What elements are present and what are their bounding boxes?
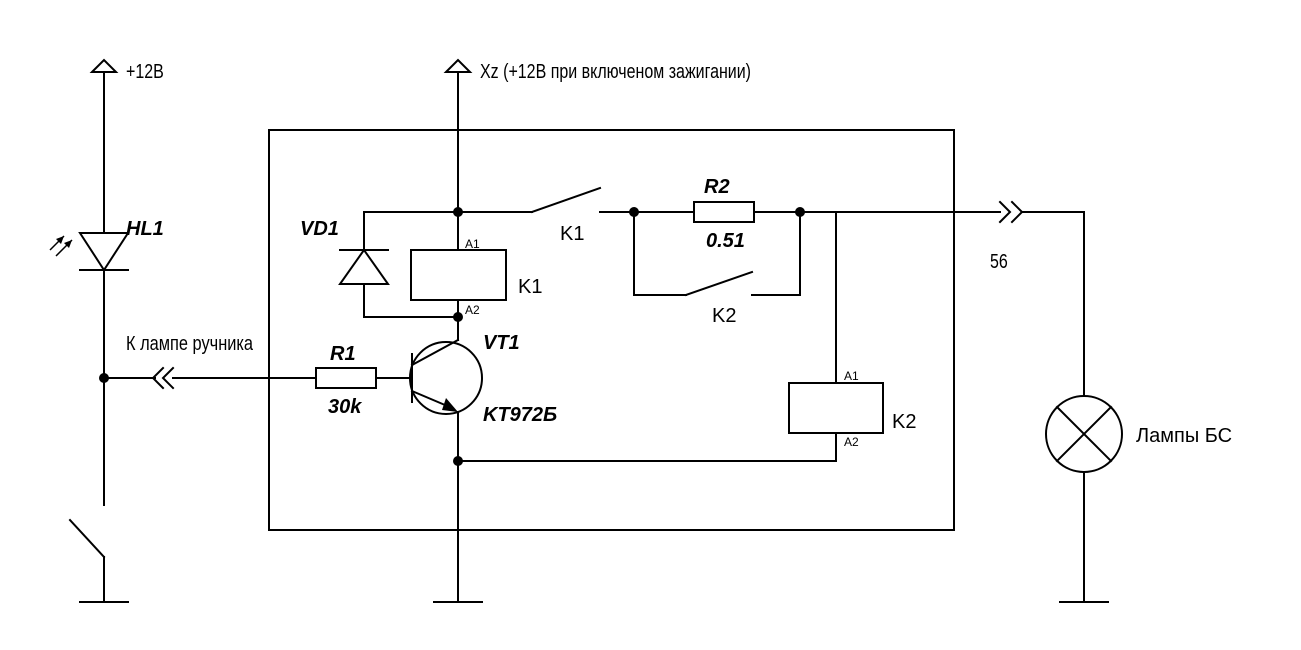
relay-k1-coil xyxy=(410,249,507,301)
led-hl1 xyxy=(49,232,130,272)
label-k2-contact: K2 xyxy=(712,305,736,327)
label-k1-coil: K1 xyxy=(518,276,542,298)
junction-dot xyxy=(453,312,463,322)
label-hl1: HL1 xyxy=(126,218,164,240)
label-k2-coil: K2 xyxy=(892,411,916,433)
supply-branch xyxy=(338,58,507,341)
label-handbrake: К лампе ручника xyxy=(126,331,254,354)
supply-12v-arrow xyxy=(89,58,119,73)
label-r1-value: 30k xyxy=(328,396,362,418)
handbrake-switch xyxy=(68,518,106,559)
label-k2-a2: A2 xyxy=(844,435,859,449)
label-lamps: Лампы БС xyxy=(1136,425,1232,447)
label-supply-12v: +12B xyxy=(126,60,164,82)
label-vt1-type: KT972Б xyxy=(483,404,557,426)
transistor-vt1 xyxy=(409,338,483,415)
relay-k1-contact xyxy=(530,186,602,214)
resistor-r1 xyxy=(315,367,377,389)
handbrake-connector xyxy=(151,366,175,390)
left-branch xyxy=(49,58,317,603)
contact-network xyxy=(457,186,1001,462)
label-out-56: 56 xyxy=(990,250,1008,272)
label-k1-contact: K1 xyxy=(560,223,584,245)
relay-k2-contact xyxy=(684,270,754,297)
label-vd1: VD1 xyxy=(300,218,339,240)
label-k1-a1: A1 xyxy=(465,237,480,251)
label-k2-a1: A1 xyxy=(844,369,859,383)
label-vt1-name: VT1 xyxy=(483,332,520,354)
lamp-bs xyxy=(1045,395,1123,473)
label-k1-a2: A2 xyxy=(465,303,480,317)
transistor-stage xyxy=(315,338,837,603)
output-56-connector xyxy=(998,200,1024,224)
output-branch xyxy=(998,200,1123,603)
resistor-r2 xyxy=(693,201,755,223)
label-r2-name: R2 xyxy=(704,176,730,198)
label-r2-value: 0.51 xyxy=(706,230,745,252)
diode-vd1 xyxy=(338,248,390,285)
label-r1-name: R1 xyxy=(330,343,356,365)
relay-k2-coil xyxy=(788,382,884,434)
supply-xz-arrow xyxy=(443,58,473,73)
module-enclosure xyxy=(268,129,955,531)
label-supply-xz: Xz (+12B при включеном зажигании) xyxy=(480,60,751,82)
